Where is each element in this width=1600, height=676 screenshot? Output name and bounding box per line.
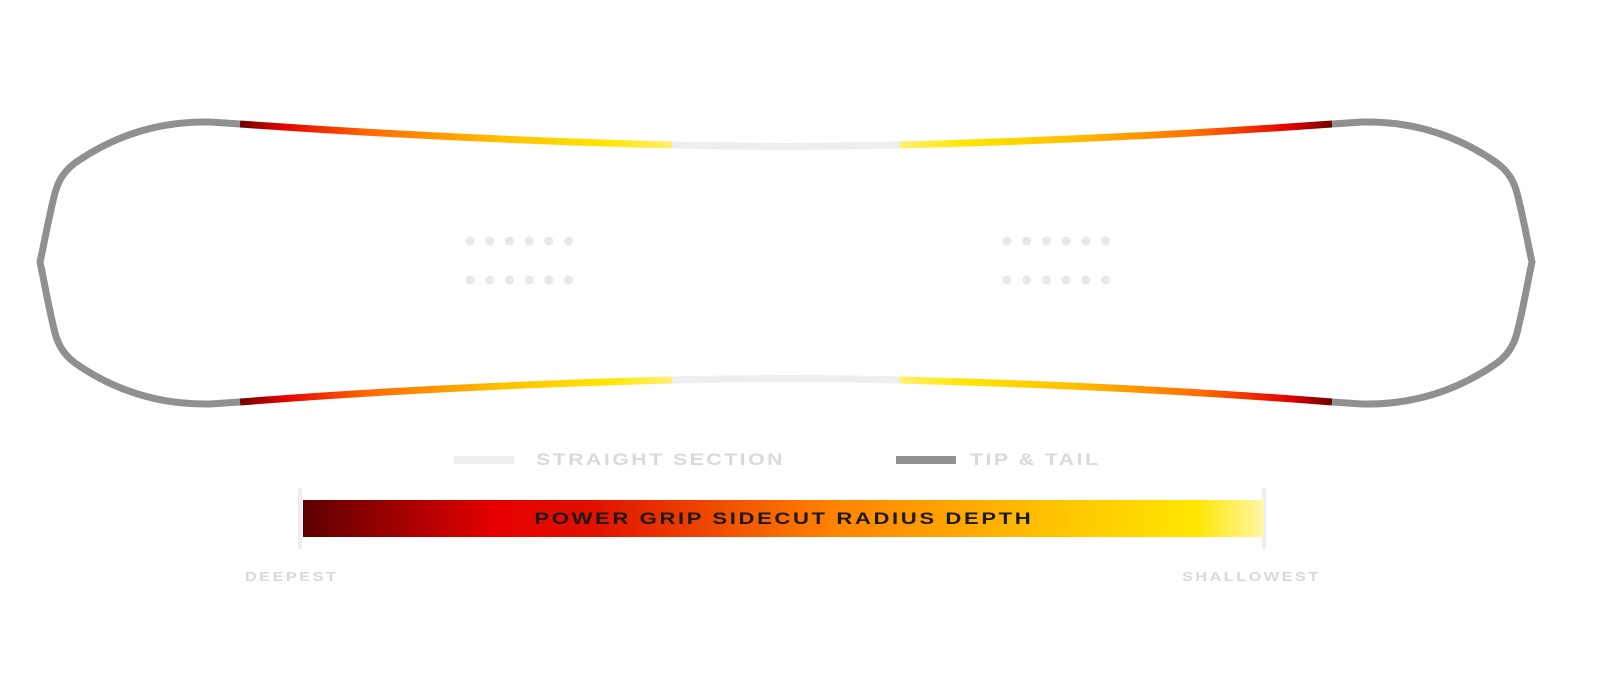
- binding-insert-dot-front: [564, 275, 573, 285]
- scale-title-text: POWER GRIP SIDECUT RADIUS DEPTH: [534, 509, 1033, 528]
- sidecut-edge-bottom-left: [239, 376, 673, 406]
- binding-insert-dot-rear: [1022, 236, 1032, 246]
- binding-insert-dot-front: [564, 236, 573, 246]
- straight-section-top: [671, 141, 901, 150]
- binding-insert-dot-front: [544, 275, 554, 285]
- binding-insert-dot-rear: [1041, 236, 1051, 246]
- binding-insert-dot-front: [465, 275, 475, 285]
- scale-title: POWER GRIP SIDECUT RADIUS DEPTH: [303, 500, 1264, 537]
- scale-tick-left: [298, 488, 302, 549]
- sidecut-edge-top-left: [239, 120, 673, 149]
- tail-outline-right: [1331, 118, 1536, 408]
- legend-swatch-straight: [454, 456, 514, 464]
- binding-insert-dot-front: [524, 275, 534, 285]
- binding-insert-dot-rear: [1022, 275, 1032, 285]
- legend-label-tip-tail: TIP & TAIL: [970, 450, 1101, 469]
- legend-swatch-tip-tail: [896, 456, 956, 464]
- binding-insert-dot-rear: [1081, 275, 1091, 285]
- binding-insert-dot-rear: [1041, 275, 1051, 285]
- tip-outline-left: [36, 118, 241, 408]
- sidecut-edge-top-right: [899, 120, 1333, 149]
- binding-insert-dot-rear: [1061, 275, 1071, 285]
- binding-insert-dot-front: [544, 236, 554, 246]
- binding-insert-dot-rear: [1002, 236, 1012, 246]
- binding-insert-dot-rear: [1081, 236, 1091, 246]
- sidecut-edge-bottom-right: [899, 376, 1333, 406]
- binding-insert-dot-front: [524, 236, 534, 246]
- binding-insert-dot-rear: [1002, 275, 1012, 285]
- binding-insert-dot-rear: [1101, 236, 1110, 246]
- binding-insert-dot-rear: [1061, 236, 1071, 246]
- binding-insert-dot-front: [485, 236, 495, 246]
- binding-insert-dot-front: [504, 236, 514, 246]
- binding-insert-dot-front: [504, 275, 514, 285]
- legend-label-straight: STRAIGHT SECTION: [536, 450, 785, 469]
- scale-max-label: SHALLOWEST: [1182, 569, 1321, 584]
- binding-insert-dot-rear: [1101, 275, 1110, 285]
- depth-gradient-bar: [303, 500, 1264, 537]
- binding-insert-dot-front: [485, 275, 495, 285]
- binding-insert-dot-front: [465, 236, 475, 246]
- straight-section-bottom: [671, 375, 901, 384]
- scale-min-label: DEEPEST: [245, 569, 339, 584]
